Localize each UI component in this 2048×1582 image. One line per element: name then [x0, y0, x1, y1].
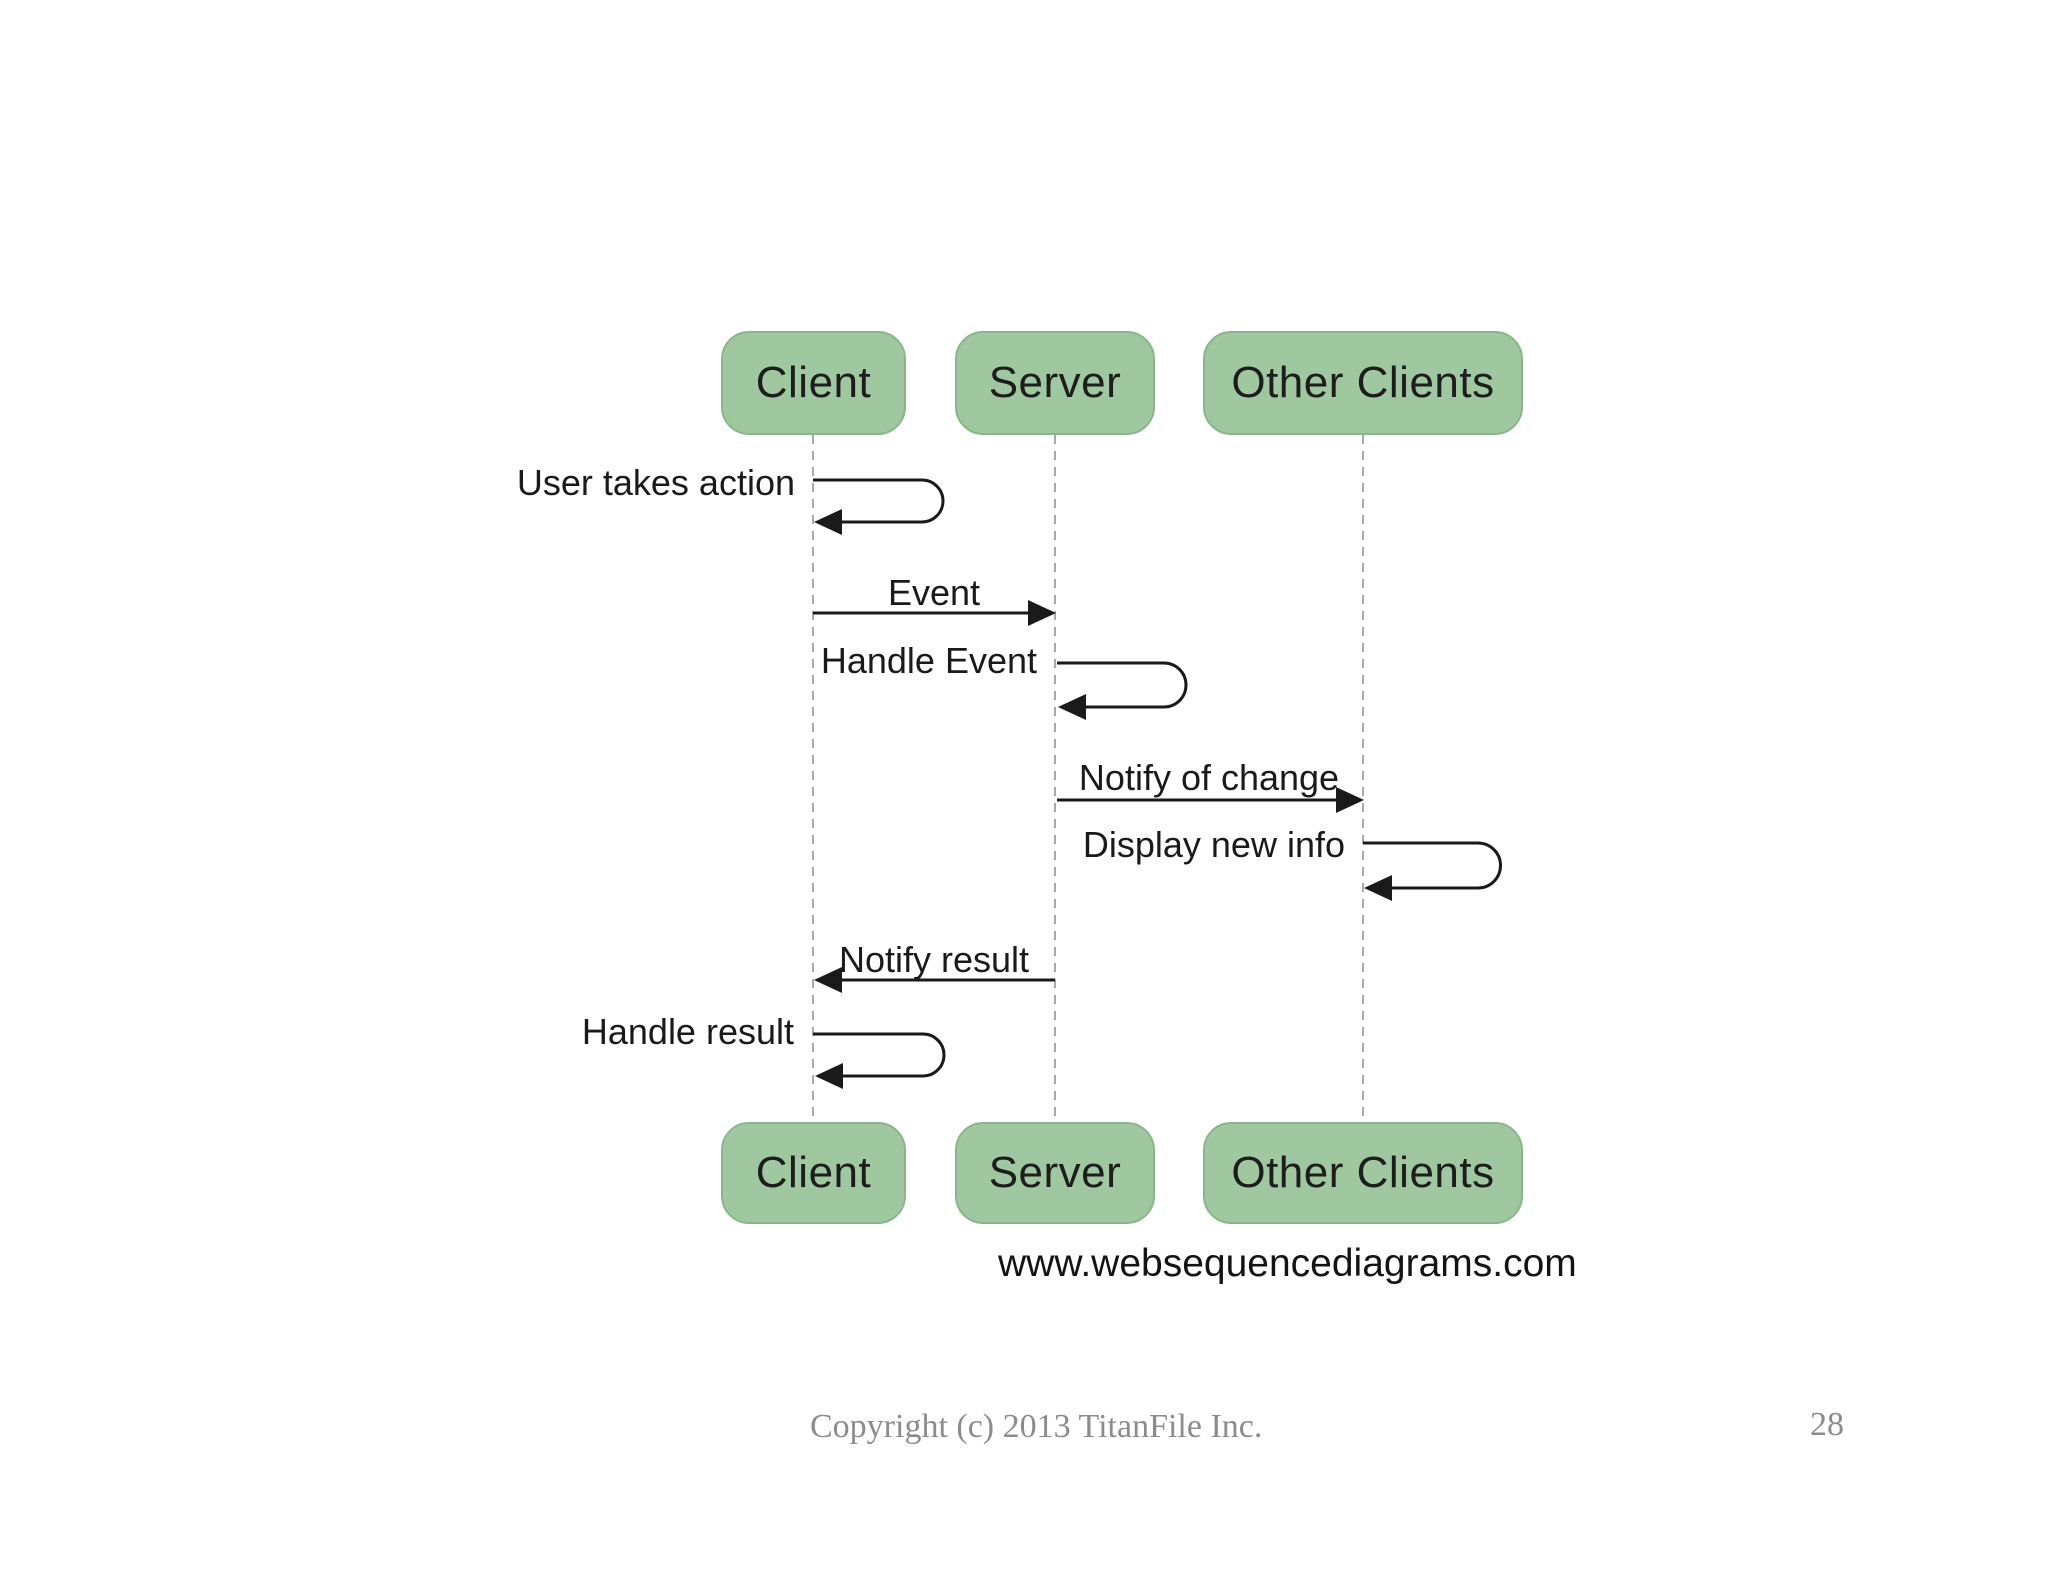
- message-label-display-new-info: Display new info: [1082, 824, 1345, 865]
- actor-box-client-top: Client: [721, 331, 906, 435]
- arrowhead-event: [1028, 600, 1056, 626]
- actor-box-other-clients-top: Other Clients: [1203, 331, 1523, 435]
- actor-box-server-top: Server: [955, 331, 1155, 435]
- self-arrow-handle-event: [1057, 661, 1188, 709]
- actor-box-other-clients-bottom: Other Clients: [1203, 1122, 1523, 1224]
- message-label-handle-result: Handle result: [581, 1011, 794, 1052]
- arrowhead-handle-event: [1058, 694, 1086, 720]
- arrowhead-notify-of-change: [1336, 787, 1364, 813]
- actor-box-client-bottom: Client: [721, 1122, 906, 1224]
- arrowhead-user-takes-action: [814, 509, 842, 535]
- message-label-user-takes-action: User takes action: [516, 462, 795, 503]
- self-arrow-display-new-info: [1363, 841, 1502, 890]
- message-label-event: Event: [887, 572, 981, 613]
- arrowhead-display-new-info: [1364, 875, 1392, 901]
- self-arrow-handle-result: [813, 1032, 946, 1078]
- arrowhead-handle-result: [815, 1063, 843, 1089]
- arrowhead-notify-result: [814, 967, 842, 993]
- message-label-notify-of-change: Notify of change: [1078, 757, 1340, 798]
- watermark-websequencediagrams: www.websequencediagrams.com: [998, 1242, 1577, 1285]
- message-label-notify-result: Notify result: [838, 939, 1030, 980]
- message-label-handle-event: Handle Event: [820, 640, 1037, 681]
- footer-copyright: Copyright (c) 2013 TitanFile Inc.: [810, 1408, 1263, 1445]
- actor-box-server-bottom: Server: [955, 1122, 1155, 1224]
- self-arrow-user-takes-action: [813, 478, 945, 524]
- footer-page-number: 28: [1810, 1406, 1844, 1443]
